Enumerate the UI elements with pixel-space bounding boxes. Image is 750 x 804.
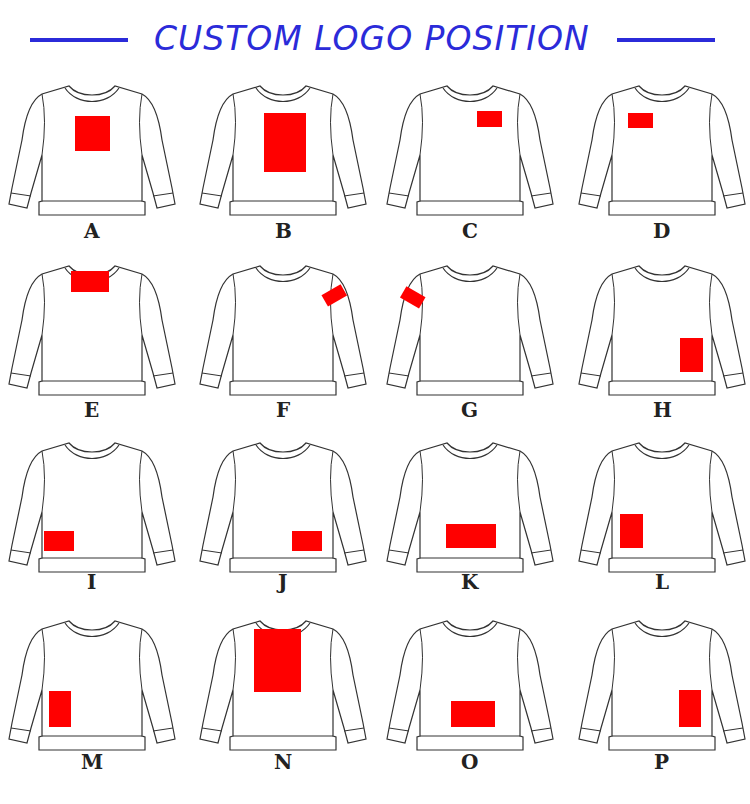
sweatshirt bbox=[9, 443, 175, 572]
sweatshirt bbox=[387, 266, 553, 395]
position-letter: H bbox=[653, 398, 672, 422]
sweatshirt bbox=[200, 266, 366, 395]
position-letter: A bbox=[84, 219, 100, 243]
title-rule bbox=[617, 38, 715, 42]
position-letter: F bbox=[276, 398, 290, 422]
sweatshirt bbox=[387, 443, 553, 572]
sweatshirt bbox=[9, 621, 175, 750]
sweatshirt bbox=[200, 621, 366, 750]
sweatshirt bbox=[579, 86, 745, 215]
position-letter: K bbox=[461, 570, 478, 594]
position-letter: J bbox=[278, 570, 287, 594]
position-letter: G bbox=[461, 398, 478, 422]
sweatshirt bbox=[387, 86, 553, 215]
sweatshirt bbox=[579, 621, 745, 750]
position-letter: P bbox=[654, 750, 669, 774]
sweatshirt bbox=[9, 86, 175, 215]
sweatshirt bbox=[387, 621, 553, 750]
position-letter: E bbox=[84, 398, 99, 422]
position-letter: M bbox=[81, 750, 103, 774]
sweatshirt bbox=[200, 443, 366, 572]
sweatshirt bbox=[579, 266, 745, 395]
position-letter: N bbox=[274, 750, 292, 774]
diagram-title: CUSTOM LOGO POSITION bbox=[154, 19, 590, 58]
sweatshirt bbox=[200, 86, 366, 215]
sweatshirt bbox=[9, 266, 175, 395]
position-letter: L bbox=[655, 570, 669, 594]
title-rule bbox=[30, 38, 128, 42]
position-letter: C bbox=[462, 219, 478, 243]
position-letter: B bbox=[275, 219, 292, 243]
position-letter: I bbox=[87, 570, 96, 594]
position-letter: D bbox=[653, 219, 670, 243]
position-letter: O bbox=[461, 750, 478, 774]
sweatshirt bbox=[579, 443, 745, 572]
